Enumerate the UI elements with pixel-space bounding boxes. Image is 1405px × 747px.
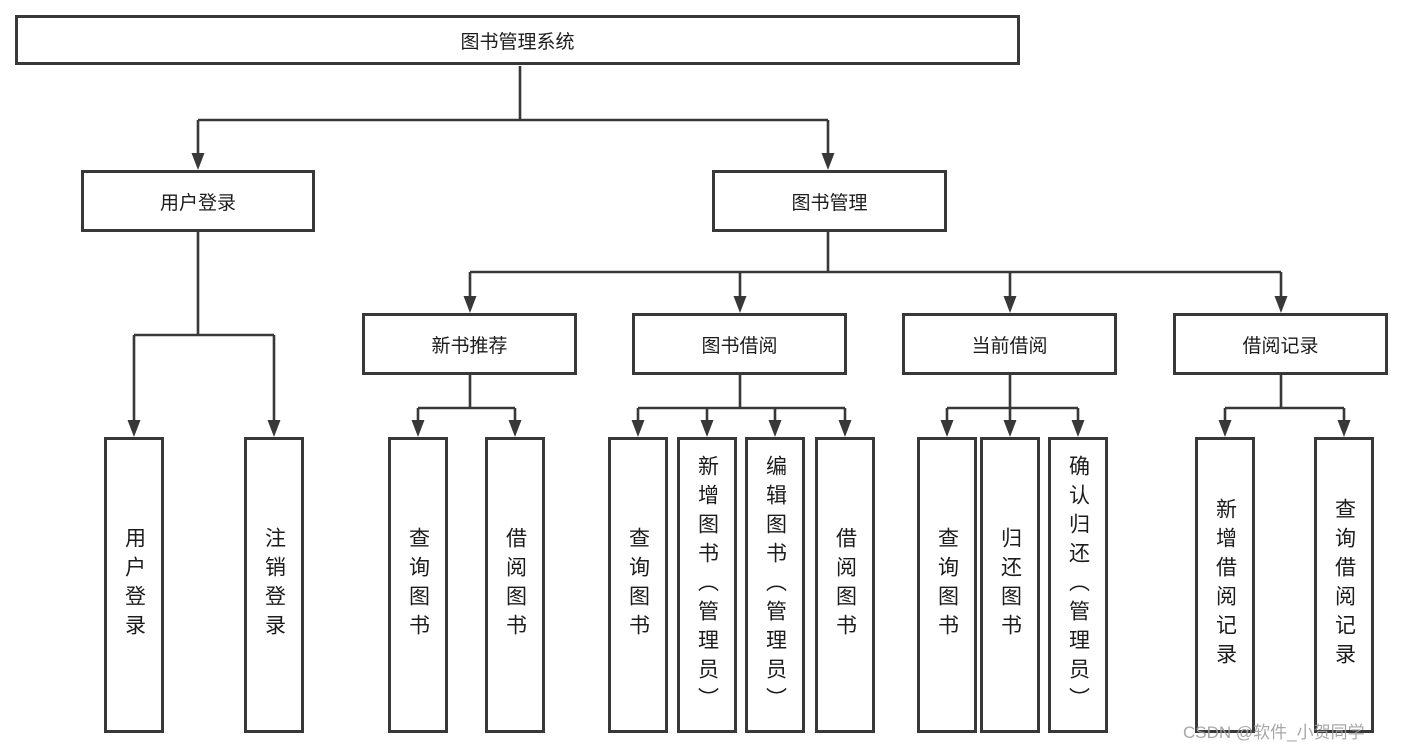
leaf-query-books-1-label: 查询图书 xyxy=(406,527,430,643)
leaf-logout: 注销登录 xyxy=(244,437,304,733)
leaf-query-books-3-label: 查询图书 xyxy=(935,527,959,643)
arrowheads xyxy=(127,153,1351,437)
leaf-edit-books-admin-label: 编辑图书（管理员） xyxy=(763,454,787,716)
leaf-return-books-label: 归还图书 xyxy=(998,527,1022,643)
leaf-borrow-books-2-label: 借阅图书 xyxy=(833,527,857,643)
leaf-query-books-3: 查询图书 xyxy=(917,437,977,733)
tree-edges xyxy=(132,66,1346,424)
node-library-system: 图书管理系统 xyxy=(15,15,1020,65)
node-book-management-label: 图书管理 xyxy=(791,192,868,214)
leaf-user-login-label: 用户登录 xyxy=(122,527,146,643)
node-book-borrowing: 图书借阅 xyxy=(632,313,847,375)
node-borrowing-records-label: 借阅记录 xyxy=(1242,335,1319,357)
node-book-borrowing-label: 图书借阅 xyxy=(701,335,778,357)
node-book-management: 图书管理 xyxy=(712,170,947,232)
leaf-return-books: 归还图书 xyxy=(980,437,1040,733)
leaf-query-books-2: 查询图书 xyxy=(608,437,668,733)
node-user-login-label: 用户登录 xyxy=(159,192,236,214)
csdn-watermark: CSDN @软件_小贺同学 xyxy=(1183,723,1365,742)
leaf-borrow-books-2: 借阅图书 xyxy=(815,437,875,733)
node-library-system-label: 图书管理系统 xyxy=(460,31,575,53)
leaf-add-borrow-record: 新增借阅记录 xyxy=(1195,437,1255,733)
leaf-user-login: 用户登录 xyxy=(104,437,164,733)
node-current-borrowing-label: 当前借阅 xyxy=(971,335,1048,357)
leaf-borrow-books-1: 借阅图书 xyxy=(485,437,545,733)
leaf-add-borrow-record-label: 新增借阅记录 xyxy=(1213,498,1237,672)
leaf-query-books-2-label: 查询图书 xyxy=(626,527,650,643)
node-new-book-recommend: 新书推荐 xyxy=(362,313,577,375)
leaf-logout-label: 注销登录 xyxy=(262,527,286,643)
node-new-book-recommend-label: 新书推荐 xyxy=(431,335,508,357)
leaf-add-books-admin-label: 新增图书（管理员） xyxy=(695,454,719,716)
leaf-confirm-return-admin: 确认归还（管理员） xyxy=(1048,437,1108,733)
leaf-confirm-return-admin-label: 确认归还（管理员） xyxy=(1066,454,1090,716)
leaf-edit-books-admin: 编辑图书（管理员） xyxy=(745,437,805,733)
leaf-query-books-1: 查询图书 xyxy=(388,437,448,733)
leaf-borrow-books-1-label: 借阅图书 xyxy=(503,527,527,643)
node-current-borrowing: 当前借阅 xyxy=(902,313,1117,375)
node-borrowing-records: 借阅记录 xyxy=(1173,313,1388,375)
node-user-login: 用户登录 xyxy=(81,170,315,232)
leaf-query-borrow-record-label: 查询借阅记录 xyxy=(1332,498,1356,672)
leaf-query-borrow-record: 查询借阅记录 xyxy=(1314,437,1374,733)
leaf-add-books-admin: 新增图书（管理员） xyxy=(677,437,737,733)
